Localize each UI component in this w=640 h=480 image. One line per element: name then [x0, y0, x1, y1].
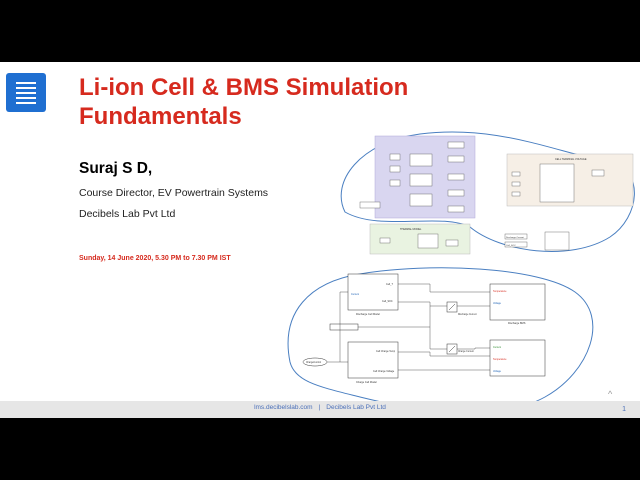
presenter-role: Course Director, EV Powertrain Systems — [79, 187, 269, 199]
discharge-bms-label: Discharge BMS — [508, 322, 526, 325]
cell-charge-voltage-port: Cell Charge Voltage — [373, 370, 395, 373]
temperature-port-1: Temperature — [493, 290, 507, 293]
cell-soc-port: Cell_SOC — [382, 300, 393, 303]
presenter-name: Suraj S D, — [79, 160, 153, 177]
current-port: Current — [351, 293, 359, 296]
small-soc-label: Cell_SOC — [506, 245, 516, 247]
charge-current-label: Charge Current — [458, 350, 474, 353]
slide: Li-ion Cell & BMS Simulation Fundamental… — [0, 62, 640, 418]
charge-control-label: ChargeControl — [306, 361, 321, 364]
thermal-panel-label: THERMAL MODEL — [400, 228, 422, 231]
current-port-2: Current — [493, 346, 501, 349]
simulink-diagram: CELL TERMINAL VOLTAGE THERMAL MODEL Disc… — [287, 131, 635, 413]
discharge-current-label: Discharge Current — [458, 313, 477, 316]
lookup-blocks — [359, 141, 465, 213]
cell-t-port: Cell_T — [386, 283, 393, 286]
footer-website[interactable]: lms.decibelslab.com — [254, 404, 313, 411]
organization-name: Decibels Lab Pvt Ltd — [79, 208, 176, 220]
discharge-cell-model-block — [347, 273, 399, 311]
voltage-port-2: Voltage — [493, 370, 502, 373]
document-icon[interactable] — [6, 73, 46, 112]
temperature-port-2: Temperature — [493, 358, 507, 361]
charge-bms-block — [489, 339, 546, 377]
cell-charge-temp-port: Cell Charge Temp — [376, 350, 396, 353]
slide-footer: lms.decibelslab.com | Decibels Lab Pvt Ltd… — [0, 401, 640, 418]
discharge-cell-model-label: Discharge Cell Model — [356, 313, 380, 316]
charge-cell-model-block — [347, 341, 399, 379]
small-discharge-label: Discharge Current — [506, 236, 524, 239]
mux-block — [329, 323, 359, 331]
voltage-panel-label: CELL TERMINAL VOLTAGE — [555, 158, 587, 161]
voltage-port-1: Voltage — [493, 302, 502, 305]
footer-company: Decibels Lab Pvt Ltd — [326, 404, 386, 411]
charge-cell-model-label: Charge Cell Model — [356, 381, 377, 384]
footer-separator: | — [318, 404, 321, 411]
bottom-outline — [287, 267, 594, 413]
page-number: 1 — [622, 406, 626, 413]
session-date: Sunday, 14 June 2020, 5.30 PM to 7.30 PM… — [79, 255, 231, 262]
scroll-up-icon[interactable]: ^ — [608, 389, 613, 399]
signal-wires — [327, 283, 490, 371]
discharge-bms-block — [489, 283, 546, 321]
slide-title: Li-ion Cell & BMS Simulation Fundamental… — [79, 74, 409, 130]
